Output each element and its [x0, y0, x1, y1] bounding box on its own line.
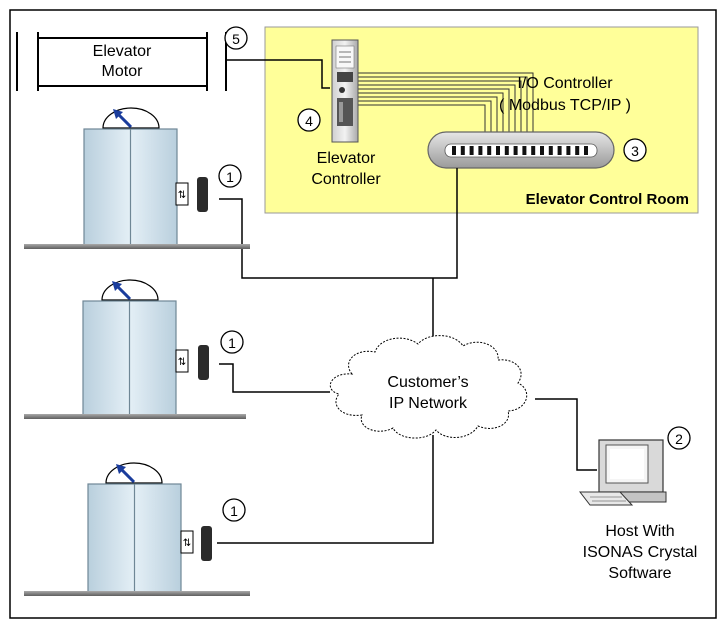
io-terminal-pins — [452, 146, 588, 155]
svg-text:⇅: ⇅ — [183, 538, 191, 549]
elevator-top: ⇅ — [24, 107, 250, 249]
callout-3-text: 3 — [631, 143, 639, 159]
card-reader-icon — [198, 345, 209, 380]
host-label-2: ISONAS Crystal — [583, 544, 698, 561]
io-terminal-pin — [452, 146, 456, 155]
callout-4: 4 — [297, 108, 321, 132]
io-terminal-pin — [469, 146, 474, 155]
io-terminal-pin — [504, 146, 509, 155]
call-button-icon — [175, 182, 189, 206]
io-terminal-pin — [513, 146, 518, 155]
io-terminal-pin — [584, 146, 588, 155]
callout-1-bottom: 1 — [222, 498, 246, 522]
floor-indicator-icon — [105, 462, 163, 484]
host-label-1: Host With — [605, 523, 674, 540]
callout-2-text: 2 — [675, 431, 683, 447]
io-controller — [427, 131, 615, 169]
callout-4-text: 4 — [305, 113, 313, 129]
elevator-controller-label-2: Controller — [311, 171, 381, 188]
svg-text:⇅: ⇅ — [178, 190, 186, 201]
network-label-2: IP Network — [389, 395, 468, 412]
floor-line — [24, 244, 250, 249]
elevator-middle: ⇅ — [24, 279, 246, 419]
callout-3: 3 — [623, 138, 647, 162]
io-terminal-pin — [575, 146, 580, 155]
io-terminal-pin — [487, 146, 492, 155]
io-terminal-pin — [531, 146, 536, 155]
callout-5: 5 — [224, 26, 248, 50]
elevator-bottom: ⇅ — [24, 462, 250, 596]
ip-network-cloud: Customer’s IP Network — [329, 335, 528, 439]
io-controller-label-2: ( Modbus TCP/IP ) — [499, 97, 631, 114]
callout-1-top-text: 1 — [226, 169, 234, 185]
elevator-motor: Elevator Motor — [16, 32, 227, 91]
floor-line — [24, 591, 250, 596]
io-terminal-pin — [566, 146, 571, 155]
motor-cable — [226, 59, 330, 89]
io-terminal-pin — [478, 146, 483, 155]
control-room-label: Elevator Control Room — [526, 191, 689, 208]
callout-1-middle-text: 1 — [228, 335, 236, 351]
network-wiring — [217, 168, 597, 544]
callout-1-bottom-text: 1 — [230, 503, 238, 519]
callout-2: 2 — [667, 426, 691, 450]
elevator-controller — [331, 39, 359, 143]
svg-text:⇅: ⇅ — [178, 357, 186, 368]
floor-line — [24, 414, 246, 419]
io-terminal-pin — [540, 146, 544, 155]
io-terminal-pin — [522, 146, 527, 155]
elevator-controller-label-1: Elevator — [317, 150, 376, 167]
elevator-motor-label-1: Elevator — [93, 43, 152, 60]
callout-1-middle: 1 — [220, 330, 244, 354]
call-button-icon — [180, 530, 194, 554]
callout-5-text: 5 — [232, 31, 240, 47]
io-terminal-pin — [548, 146, 553, 155]
io-controller-label-1: I/O Controller — [517, 75, 613, 92]
io-terminal-pin — [557, 146, 562, 155]
card-reader-icon — [197, 177, 208, 212]
io-terminal-pin — [460, 146, 465, 155]
floor-indicator-icon — [102, 107, 160, 129]
host-computer — [578, 439, 667, 506]
elevator-motor-label-2: Motor — [102, 63, 144, 80]
floor-indicator-icon — [101, 279, 159, 301]
io-wiring-bundle — [358, 72, 534, 133]
host-label-3: Software — [608, 565, 671, 582]
call-button-icon — [175, 349, 189, 373]
network-label-1: Customer’s — [387, 374, 468, 391]
io-terminal-pin — [496, 146, 500, 155]
card-reader-icon — [201, 526, 212, 561]
callout-1-top: 1 — [218, 164, 242, 188]
